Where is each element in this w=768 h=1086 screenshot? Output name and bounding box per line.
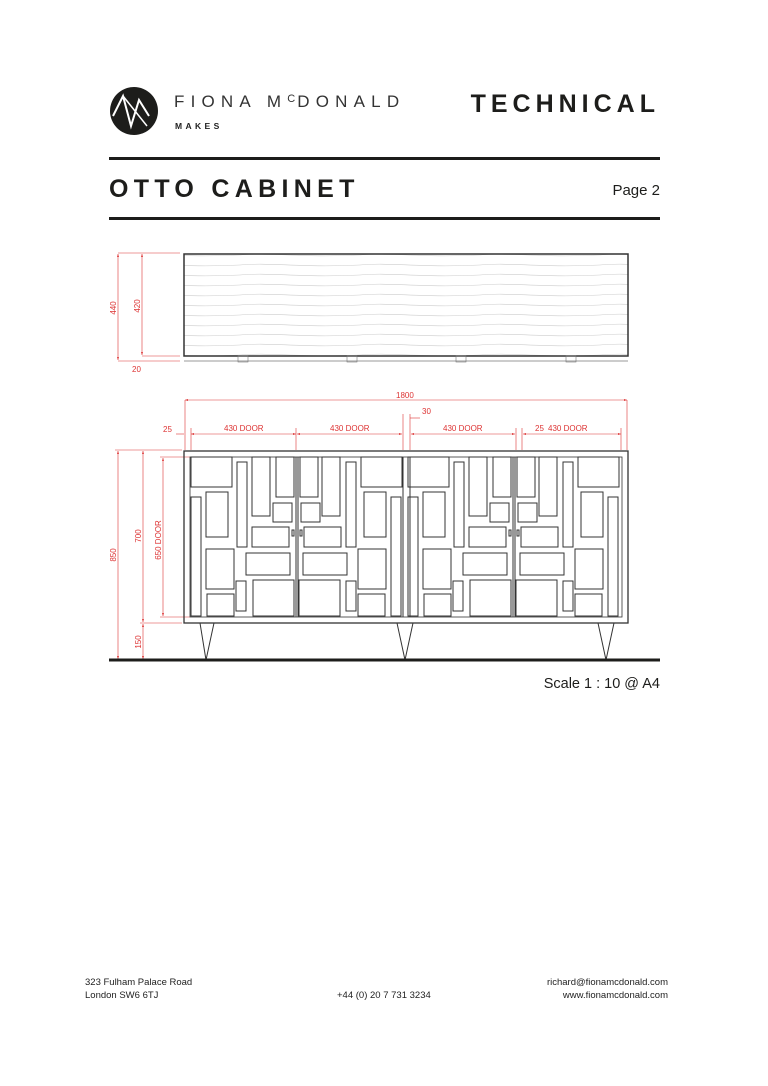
product-title: OTTO CABINET xyxy=(109,175,360,203)
dim-overall-width: 1800 xyxy=(396,391,414,400)
document-type: TECHNICAL xyxy=(470,90,660,118)
dim-leg-height: 150 xyxy=(134,635,143,649)
page-number: Page 2 xyxy=(612,182,660,199)
drawing-scale: Scale 1 : 10 @ A4 xyxy=(543,676,660,692)
dim-door-height: 650 DOOR xyxy=(154,520,163,560)
footer-website[interactable]: www.fionamcdonald.com xyxy=(562,990,668,1001)
dim-top-440: 440 xyxy=(109,301,118,315)
footer-phone: +44 (0) 20 7 731 3234 xyxy=(337,990,431,1001)
dim-door-1: 430 DOOR xyxy=(224,424,264,433)
front-view-cabinet xyxy=(183,450,629,661)
front-dimensions: 1800 25 30 430 DOOR 430 DOOR 430 DOOR 25… xyxy=(109,391,628,659)
dim-top-420: 420 xyxy=(133,299,142,313)
address-line-1: 323 Fulham Palace Road xyxy=(85,977,193,988)
brand-name: FIONA MCDONALD xyxy=(174,92,406,111)
top-view: 440 420 20 xyxy=(109,252,629,374)
footer-email[interactable]: richard@fionamcdonald.com xyxy=(546,977,668,988)
brand-subtitle: MAKES xyxy=(175,121,223,131)
dim-center-gap: 30 xyxy=(422,407,431,416)
address-line-2: London SW6 6TJ xyxy=(85,990,159,1001)
dim-door-2: 430 DOOR xyxy=(330,424,370,433)
footer-contact: richard@fionamcdonald.com www.fionamcdon… xyxy=(547,976,668,1002)
title-divider xyxy=(109,217,660,220)
dim-door-4-margin: 25 xyxy=(535,424,544,433)
footer-address: 323 Fulham Palace Road London SW6 6TJ xyxy=(85,976,192,1002)
dim-top-20: 20 xyxy=(132,365,141,374)
dim-door-4: 430 DOOR xyxy=(548,424,588,433)
dim-height-700: 700 xyxy=(134,529,143,543)
dim-side-margin: 25 xyxy=(163,425,172,434)
header-divider xyxy=(109,157,660,160)
circle-mountain-logo-icon xyxy=(110,87,158,135)
technical-drawing: 440 420 20 xyxy=(109,252,660,662)
dim-door-3: 430 DOOR xyxy=(443,424,483,433)
dim-height-850: 850 xyxy=(109,548,118,562)
